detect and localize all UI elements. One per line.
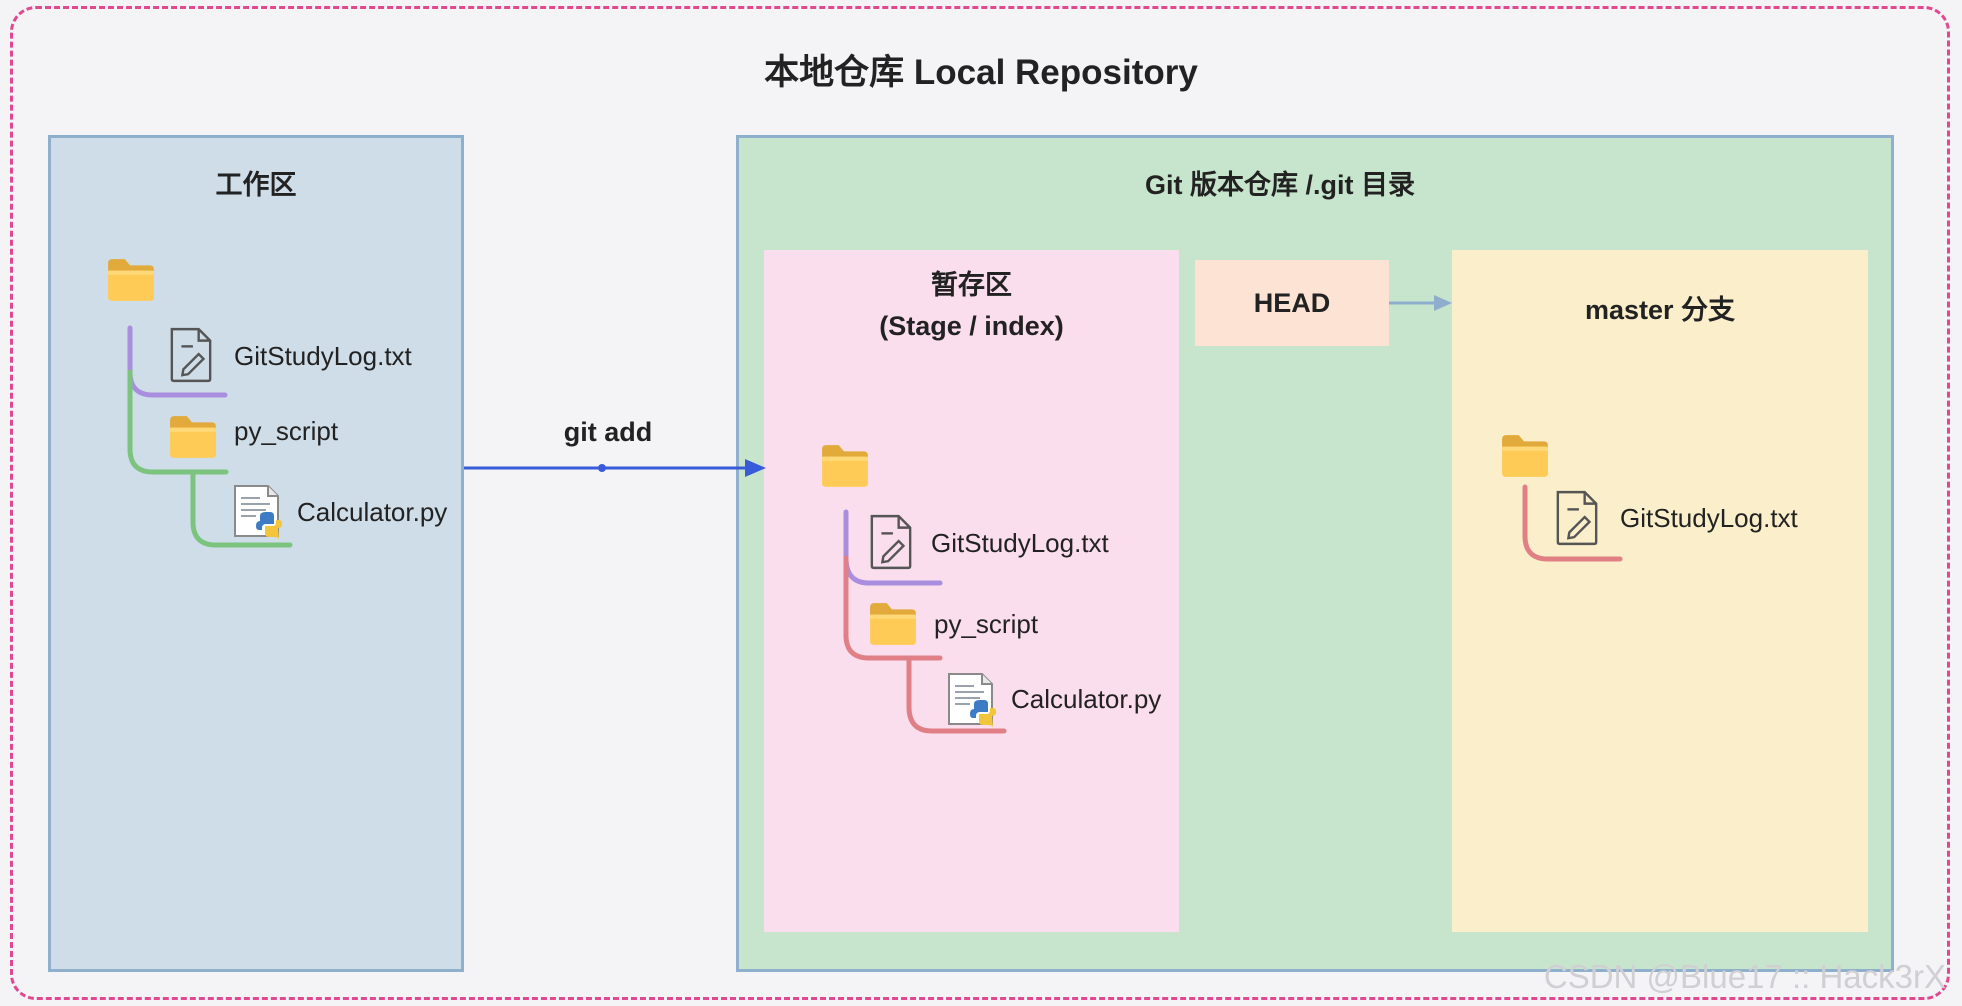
head-pointer-arrowhead: [1434, 295, 1452, 311]
git-add-arrowhead: [745, 459, 766, 477]
watermark: CSDN @Blue17 :: Hack3rX: [1543, 958, 1946, 995]
tree-branch-line: [190, 469, 293, 548]
stage-panel: [764, 250, 1179, 932]
folder-label: py_script: [234, 416, 339, 446]
root-folder-icon: [106, 257, 156, 303]
root-folder-icon: [820, 443, 870, 489]
text-file-icon: [1554, 489, 1600, 547]
head-box: [1195, 260, 1389, 346]
folder-icon: [168, 414, 218, 460]
git-add-arrow-dot: [598, 464, 606, 472]
diagram-title: 本地仓库 Local Repository: [764, 53, 1198, 92]
python-file-icon: [946, 672, 998, 728]
file-label: GitStudyLog.txt: [1620, 503, 1798, 533]
file-label: GitStudyLog.txt: [234, 341, 412, 371]
working-directory-header: 工作区: [215, 170, 297, 200]
stage-header-title: 暂存区: [931, 270, 1012, 300]
file-label: Calculator.py: [1011, 684, 1162, 714]
stage-header-subtitle: (Stage / index): [879, 311, 1064, 341]
local-repository-frame: [10, 6, 1950, 1000]
text-file-icon: [868, 513, 914, 571]
git-repository-header: Git 版本仓库 /.git 目录: [1145, 170, 1415, 200]
master-branch-header: master 分支: [1584, 295, 1736, 325]
folder-icon: [868, 601, 918, 647]
head-label: HEAD: [1253, 288, 1331, 318]
master-branch-panel: [1452, 250, 1868, 932]
text-file-icon: [168, 326, 214, 384]
tree-branch-line: [1522, 484, 1623, 562]
tree-branch-line: [127, 369, 229, 475]
root-folder-icon: [1500, 433, 1550, 479]
folder-label: py_script: [934, 609, 1039, 639]
python-file-icon: [232, 484, 284, 540]
git-add-label: git add: [563, 417, 653, 447]
file-label: Calculator.py: [297, 497, 448, 527]
tree-branch-line: [843, 555, 943, 661]
tree-branch-line: [906, 655, 1007, 734]
file-label: GitStudyLog.txt: [931, 528, 1109, 558]
